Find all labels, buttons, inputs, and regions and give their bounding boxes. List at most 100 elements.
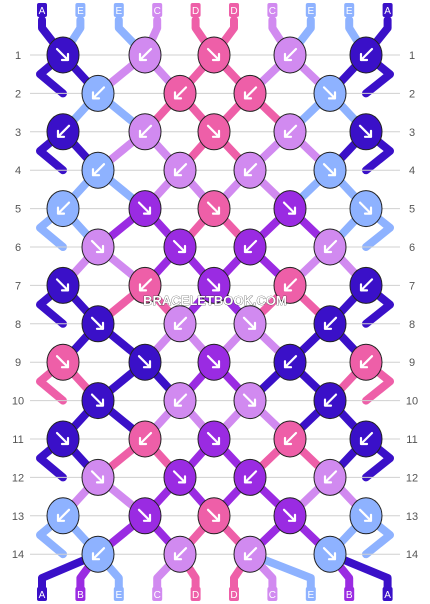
strand-label-top: C bbox=[269, 6, 276, 17]
strand-label-bottom: C bbox=[269, 590, 276, 601]
knot bbox=[233, 458, 267, 496]
knot-arrow-icon bbox=[137, 201, 152, 215]
knot bbox=[313, 74, 347, 112]
knot-arrow-icon bbox=[206, 431, 221, 446]
knot bbox=[273, 113, 307, 151]
strand-label-top-chip bbox=[190, 3, 201, 17]
strand-label-bottom-chip bbox=[267, 587, 278, 601]
strand-label-bottom: B bbox=[346, 590, 353, 601]
knot-arrow-icon bbox=[55, 355, 70, 369]
knot-arrow-icon bbox=[56, 201, 71, 215]
knot-arrow-icon bbox=[358, 508, 373, 522]
knot-arrow-icon bbox=[55, 431, 70, 446]
knot bbox=[197, 190, 231, 228]
strand-label-top: E bbox=[346, 6, 353, 17]
knot bbox=[128, 113, 162, 151]
strand-label-top: D bbox=[192, 6, 199, 17]
row-number-right: 7 bbox=[409, 280, 415, 292]
knot-arrow-icon bbox=[90, 239, 105, 254]
knot bbox=[349, 113, 383, 151]
knot-arrow-icon bbox=[137, 508, 152, 522]
strand-label-bottom-chip bbox=[152, 587, 163, 601]
knot bbox=[233, 382, 267, 420]
knot-arrow-icon bbox=[138, 431, 153, 446]
knot-arrow-icon bbox=[358, 201, 373, 215]
strand-label-bottom: B bbox=[77, 590, 84, 601]
knot-arrow-icon bbox=[90, 470, 105, 484]
strand-label-top: A bbox=[384, 6, 391, 17]
row-number-right: 8 bbox=[409, 319, 415, 331]
strand-label-bottom-chip bbox=[113, 587, 124, 601]
knot-arrow-icon bbox=[282, 201, 297, 215]
knot-arrow-icon bbox=[90, 316, 105, 330]
knot bbox=[349, 266, 383, 304]
strand-label-top: E bbox=[115, 6, 122, 17]
knot bbox=[81, 305, 115, 343]
knot bbox=[349, 497, 383, 535]
knot bbox=[197, 420, 231, 458]
knot-arrow-icon bbox=[243, 86, 258, 100]
strand-label-bottom: D bbox=[192, 590, 199, 601]
strand-label-top-chip bbox=[152, 3, 163, 17]
row-number-right: 6 bbox=[409, 242, 415, 254]
row-number-right: 5 bbox=[409, 204, 415, 216]
strand-label-bottom-chip bbox=[229, 587, 239, 601]
knot-arrow-icon bbox=[243, 470, 258, 484]
row-number-left: 7 bbox=[15, 280, 21, 292]
knot-arrow-icon bbox=[206, 201, 221, 215]
knot-arrow-icon bbox=[359, 431, 374, 446]
knot bbox=[46, 343, 80, 381]
knot bbox=[233, 228, 267, 266]
knot-arrow-icon bbox=[243, 547, 258, 561]
knot-arrow-icon bbox=[243, 163, 258, 177]
row-number-left: 1 bbox=[15, 50, 21, 62]
knot-arrow-icon bbox=[90, 393, 105, 407]
strand-bottom bbox=[246, 550, 315, 594]
knot bbox=[163, 74, 197, 112]
knot-arrow-icon bbox=[359, 278, 374, 292]
strand-label-bottom: E bbox=[307, 590, 314, 601]
strand-label-top-chip bbox=[229, 3, 239, 17]
row-number-right: 13 bbox=[406, 511, 418, 523]
knot bbox=[197, 113, 231, 151]
knot-arrow-icon bbox=[322, 547, 337, 561]
knot-arrow-icon bbox=[138, 124, 153, 138]
strand-label-top: C bbox=[154, 6, 161, 17]
strand-label-top: E bbox=[77, 6, 84, 17]
knot bbox=[197, 36, 231, 74]
row-number-left: 3 bbox=[15, 127, 21, 139]
knot bbox=[128, 190, 162, 228]
knot bbox=[273, 420, 307, 458]
knot bbox=[128, 420, 162, 458]
strand-label-bottom: C bbox=[154, 590, 161, 601]
strand-label-bottom: A bbox=[384, 590, 391, 601]
knot-arrow-icon bbox=[137, 355, 152, 369]
knot bbox=[163, 382, 197, 420]
knot-arrow-icon bbox=[91, 86, 106, 100]
knot-arrow-icon bbox=[283, 431, 298, 446]
knot bbox=[163, 151, 197, 189]
knot bbox=[233, 74, 267, 112]
strand-label-top-chip bbox=[382, 3, 393, 17]
row-number-left: 6 bbox=[15, 242, 21, 254]
row-number-left: 10 bbox=[12, 396, 24, 408]
strand-label-bottom-chip bbox=[190, 587, 201, 601]
strand-label-top-chip bbox=[344, 3, 355, 17]
strand-label-top: A bbox=[39, 6, 46, 17]
knot bbox=[81, 228, 115, 266]
knot bbox=[233, 305, 267, 343]
knot bbox=[349, 190, 383, 228]
knot-arrow-icon bbox=[358, 124, 373, 138]
strand-label-top-chip bbox=[305, 3, 316, 17]
knot-arrow-icon bbox=[283, 47, 298, 62]
knot-arrow-icon bbox=[173, 86, 188, 100]
knot bbox=[81, 382, 115, 420]
knot bbox=[128, 266, 162, 304]
strand-label-bottom-chip bbox=[75, 587, 86, 601]
knot bbox=[197, 343, 231, 381]
knot bbox=[349, 343, 383, 381]
knot bbox=[128, 343, 162, 381]
row-number-left: 11 bbox=[12, 434, 23, 446]
row-number-right: 14 bbox=[406, 549, 418, 561]
